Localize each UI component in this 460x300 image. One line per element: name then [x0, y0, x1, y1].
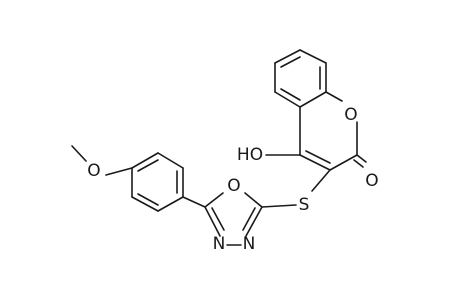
- nitrogen-left-label: N: [213, 234, 226, 254]
- sulfur-label: S: [299, 195, 310, 215]
- aryl-link-bond: [182, 196, 206, 208]
- ring-oxygen-label: O: [344, 105, 357, 125]
- nitrogen-right-label: N: [243, 234, 256, 254]
- methoxy-oxygen-label: O: [87, 161, 100, 181]
- methoxy-group: [71, 145, 133, 176]
- benzo-ring: [274, 49, 327, 108]
- carbonyl-bond: [353, 154, 367, 168]
- hydroxyl-label: HO: [237, 145, 263, 165]
- s-c-bond: [261, 204, 297, 208]
- pyranone-ring: [299, 91, 358, 171]
- oxadiazole-ring: [204, 192, 263, 246]
- carbonyl-oxygen-label: O: [365, 171, 378, 191]
- c-s-bond: [311, 169, 331, 192]
- methoxyphenyl-ring: [131, 152, 184, 212]
- oxadiazole-oxygen-label: O: [227, 176, 240, 196]
